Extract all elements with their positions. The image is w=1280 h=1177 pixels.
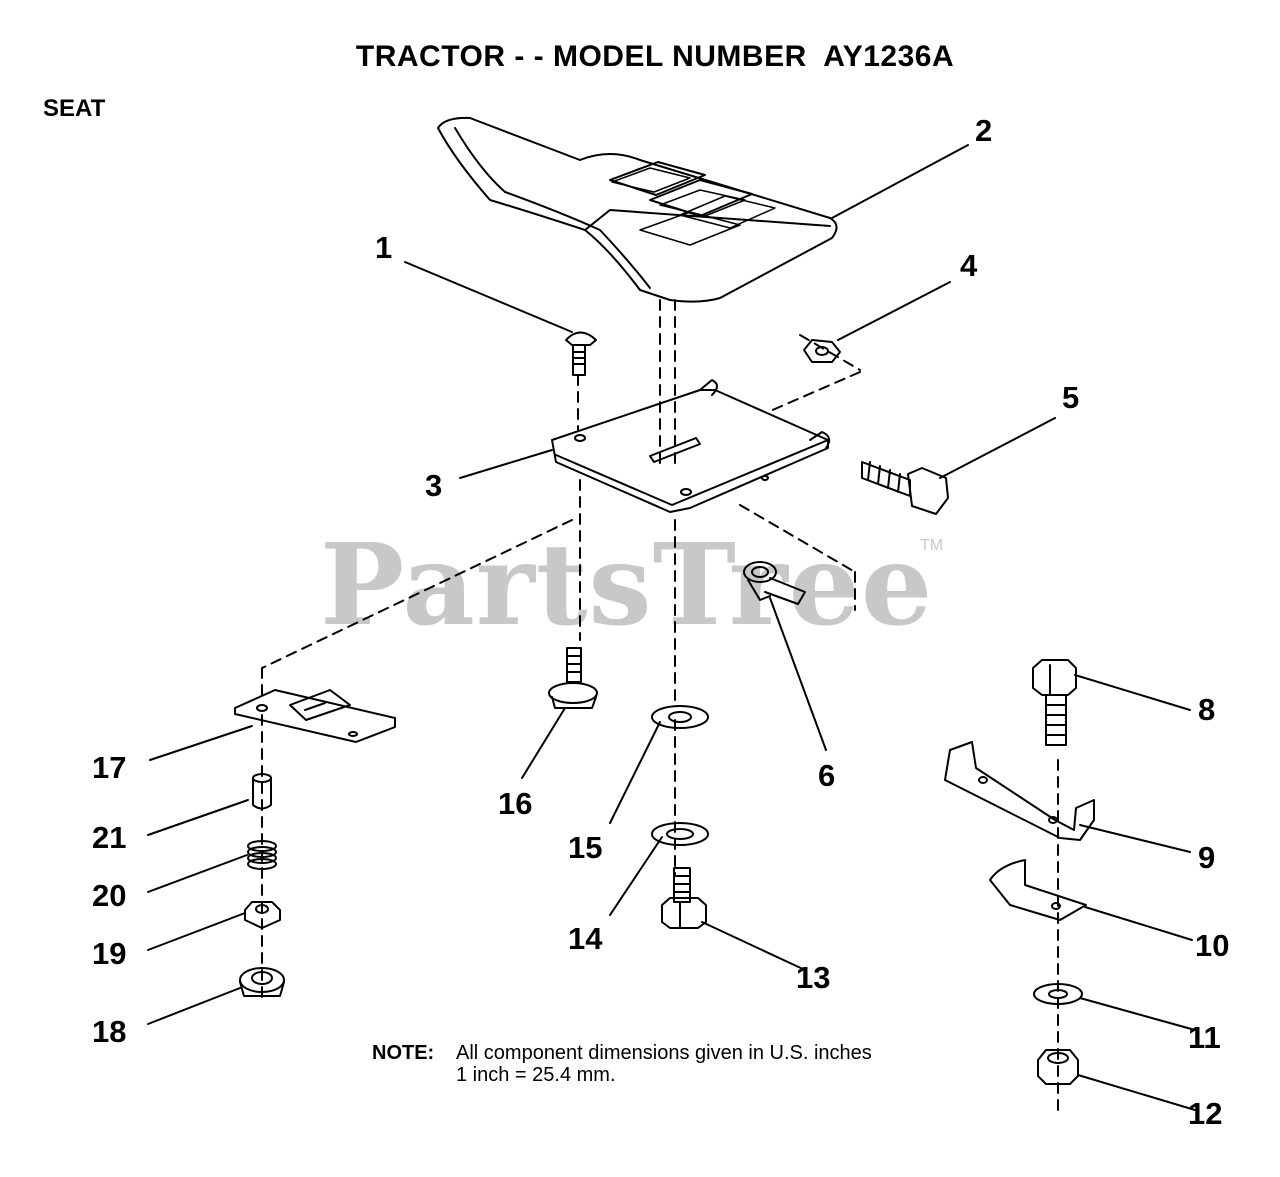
slide-bracket-part — [234, 689, 396, 743]
note-label: NOTE: — [372, 1042, 435, 1064]
callout-2: 2 — [975, 113, 993, 148]
bolt-13-part — [661, 867, 707, 929]
callout-4: 4 — [960, 248, 978, 283]
pin-part — [252, 773, 272, 810]
callout-16: 16 — [498, 786, 533, 821]
knob-part — [244, 901, 281, 929]
seat-part — [437, 116, 838, 303]
washer-11-part — [1033, 983, 1083, 1005]
note-line-2: 1 inch = 25.4 mm. — [456, 1064, 616, 1086]
bracket-9-part — [944, 741, 1095, 841]
carriage-bolt-part — [565, 331, 597, 376]
callout-5: 5 — [1062, 380, 1080, 415]
callout-6: 6 — [818, 758, 836, 793]
diagram-title: TRACTOR - - MODEL NUMBER AY1236A — [355, 40, 955, 73]
callout-8: 8 — [1198, 692, 1216, 727]
washer-small-part — [651, 822, 709, 846]
note-line-1: All component dimensions given in U.S. i… — [456, 1042, 872, 1064]
trademark-symbol: TM — [920, 537, 944, 554]
assembly-lines — [261, 299, 1059, 1111]
hex-bolt-part — [861, 461, 949, 515]
callout-11: 11 — [1188, 1020, 1221, 1055]
lock-nut-part — [239, 967, 285, 997]
bolt-8-part — [1032, 659, 1077, 746]
washer-large-part — [651, 705, 709, 729]
section-label: SEAT — [43, 95, 106, 122]
callout-15: 15 — [568, 830, 603, 865]
callout-10: 10 — [1195, 928, 1230, 963]
callout-18: 18 — [92, 1014, 127, 1049]
callout-17: 17 — [92, 750, 127, 785]
callout-9: 9 — [1198, 840, 1216, 875]
seat-pan-part — [551, 379, 831, 513]
callout-3: 3 — [425, 468, 443, 503]
callout-20: 20 — [92, 878, 127, 913]
plate-10-part — [989, 859, 1087, 921]
callout-1: 1 — [375, 230, 393, 265]
leader-lines — [147, 144, 1196, 1111]
callout-19: 19 — [92, 936, 127, 971]
callout-14: 14 — [568, 921, 603, 956]
clip-part — [743, 561, 806, 605]
nut-part — [803, 339, 841, 363]
callout-21: 21 — [92, 820, 127, 855]
shoulder-bolt-part — [548, 647, 598, 709]
spring-part — [247, 840, 277, 870]
callout-13: 13 — [796, 960, 831, 995]
partstree-watermark: PartsTree — [320, 520, 934, 651]
callout-12: 12 — [1188, 1096, 1223, 1131]
